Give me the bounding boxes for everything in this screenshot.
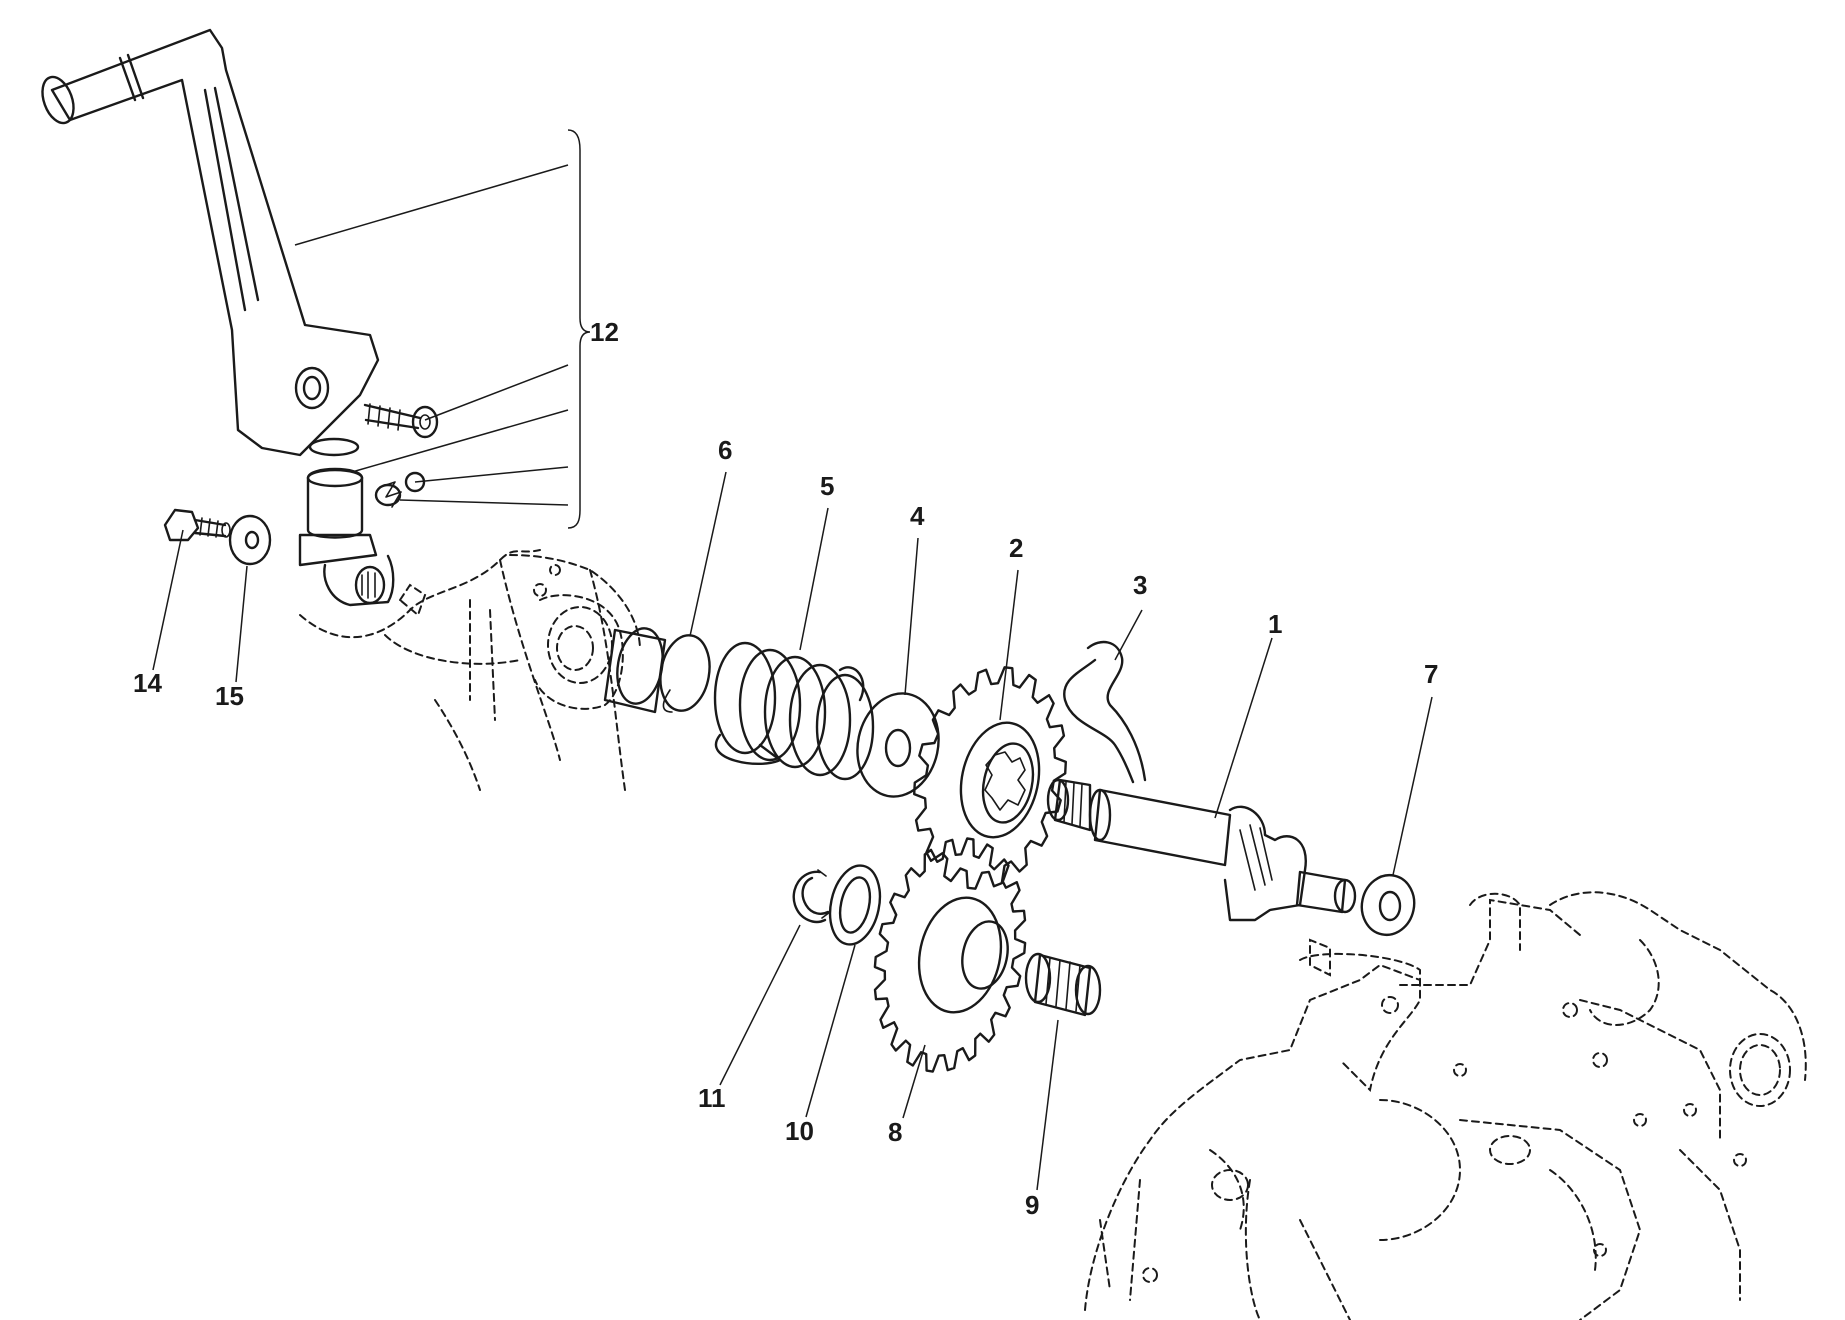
washer-4 <box>856 692 940 798</box>
circlip-11 <box>792 869 831 924</box>
needle-bearing-9 <box>1024 952 1102 1017</box>
callout-14: 14 <box>133 668 162 698</box>
bushing-6 <box>603 627 711 714</box>
washer-15 <box>228 514 272 566</box>
right-crankcase <box>1084 891 1807 1320</box>
spring-5 <box>713 641 875 781</box>
callout-5: 5 <box>820 471 834 501</box>
callout-4: 4 <box>910 501 925 531</box>
callout-6: 6 <box>718 435 732 465</box>
callout-8: 8 <box>888 1117 902 1147</box>
callout-12: 12 <box>590 317 619 347</box>
leader-lines <box>152 164 1433 1191</box>
bolt-14 <box>163 508 231 542</box>
kick-shaft-1 <box>1046 778 1357 922</box>
callout-9: 9 <box>1025 1190 1039 1220</box>
group-bracket-12 <box>567 129 591 529</box>
callout-7: 7 <box>1424 659 1438 689</box>
circlip-3 <box>1063 640 1147 784</box>
washer-7 <box>1360 873 1416 937</box>
callout-15: 15 <box>215 681 244 711</box>
callout-3: 3 <box>1133 570 1147 600</box>
o-ring <box>308 437 360 457</box>
gear-2 <box>913 666 1067 890</box>
lever-bolt <box>363 403 439 439</box>
left-housing <box>299 549 641 791</box>
callout-1: 1 <box>1268 609 1282 639</box>
callout-2: 2 <box>1009 533 1023 563</box>
gear-8 <box>873 837 1027 1073</box>
callout-11: 11 <box>698 1083 726 1113</box>
kick-lever <box>41 28 380 457</box>
kick-shaft-boss <box>298 467 395 607</box>
detent-spring-ball <box>374 471 426 508</box>
washer-10 <box>828 864 882 946</box>
callouts: 1 2 3 4 5 6 7 8 9 10 11 12 14 15 <box>133 317 1438 1220</box>
callout-10: 10 <box>785 1116 814 1146</box>
